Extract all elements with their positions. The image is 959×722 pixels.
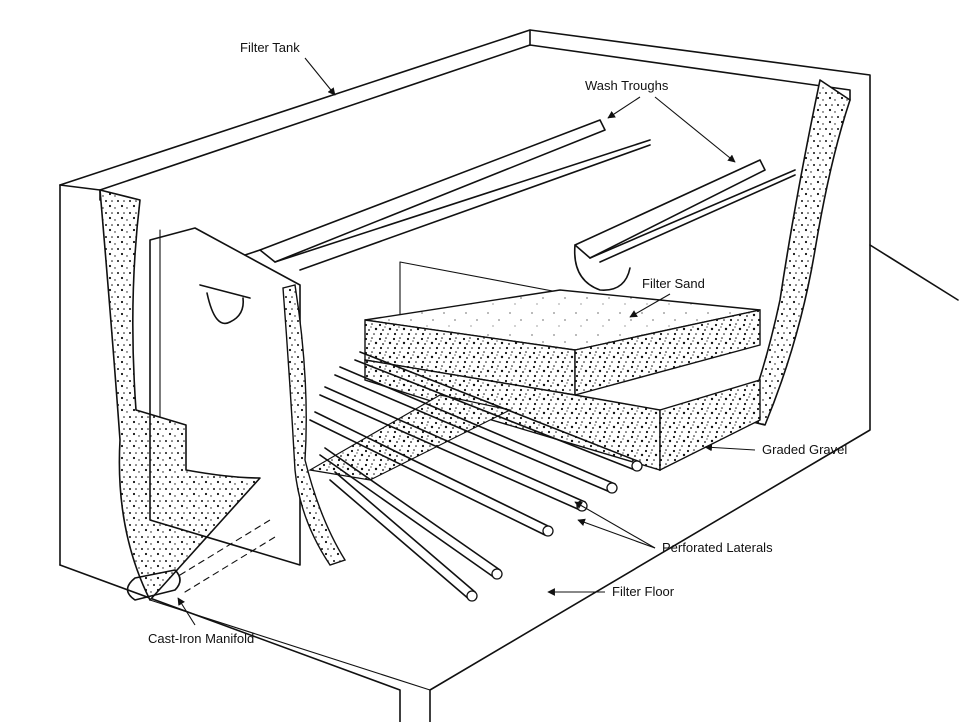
label-perforated-laterals: Perforated Laterals xyxy=(662,540,773,555)
label-filter-tank: Filter Tank xyxy=(240,40,300,55)
label-wash-troughs: Wash Troughs xyxy=(585,78,669,93)
label-graded-gravel: Graded Gravel xyxy=(762,442,847,457)
left-wall-section xyxy=(99,189,261,601)
cutaway-wall xyxy=(149,227,347,566)
label-filter-floor: Filter Floor xyxy=(612,584,675,599)
graded-gravel xyxy=(308,359,761,481)
label-cast-iron-manifold: Cast-Iron Manifold xyxy=(148,631,254,646)
filter-tank xyxy=(59,29,959,722)
wash-trough-right xyxy=(573,159,796,291)
cast-iron-manifold xyxy=(126,519,276,601)
filter-sand xyxy=(364,289,761,396)
perforated-laterals xyxy=(309,351,643,602)
leaders xyxy=(177,57,756,626)
wash-trough-left xyxy=(244,119,651,271)
label-filter-sand: Filter Sand xyxy=(642,276,705,291)
right-wall-section xyxy=(744,79,851,426)
filter-floor xyxy=(149,599,431,691)
